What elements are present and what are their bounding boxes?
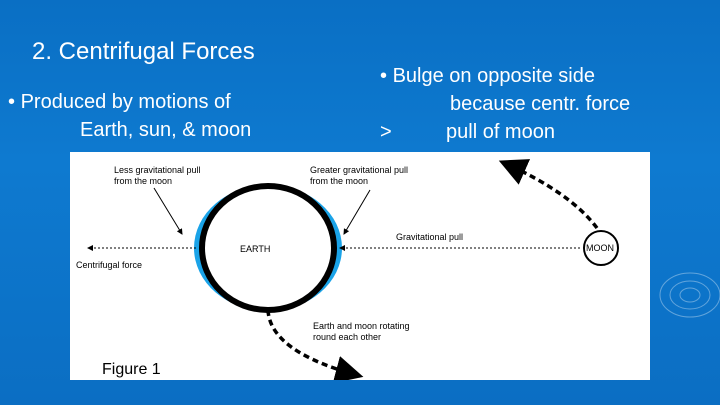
centrifugal-force-label: Centrifugal force [76,260,142,270]
greater-pull-label-2: from the moon [310,176,368,186]
moon-label: MOON [586,243,614,253]
right-bullet-line2: because centr. force [380,90,630,118]
greater-than-symbol: > [380,118,446,146]
less-pull-label-1: Less gravitational pull [114,165,201,175]
orbit-arrow-upper [502,162,597,228]
slide-title: 2. Centrifugal Forces [32,38,255,66]
right-bullet-line3-row: >pull of moon [380,118,630,146]
left-bullet-line2: Earth, sun, & moon [8,116,251,144]
right-bullet-line3: pull of moon [446,121,555,143]
rotating-label-1: Earth and moon rotating [313,321,410,331]
orbit-arrow-lower [268,310,360,376]
left-bullet: • Produced by motions of Earth, sun, & m… [8,88,251,144]
rotating-label-2: round each other [313,332,381,342]
tidal-diagram-figure: EARTH Less gravitational pull from the m… [70,152,650,380]
right-bullet: • Bulge on opposite side because centr. … [380,62,630,146]
greater-pull-label-1: Greater gravitational pull [310,165,408,175]
less-pull-label-2: from the moon [114,176,172,186]
greater-pull-arrow [344,190,370,234]
bullet-marker: • [8,91,15,113]
right-bullet-line1: Bulge on opposite side [393,65,595,87]
less-pull-arrow [154,188,182,234]
figure-caption: Figure 1 [102,361,161,378]
left-bullet-line1: Produced by motions of [21,91,231,113]
water-ripple-decoration [650,255,720,345]
bullet-marker: • [380,65,387,87]
tidal-diagram-svg: EARTH Less gravitational pull from the m… [70,152,650,380]
earth-label: EARTH [240,244,270,254]
gravitational-pull-label: Gravitational pull [396,232,463,242]
